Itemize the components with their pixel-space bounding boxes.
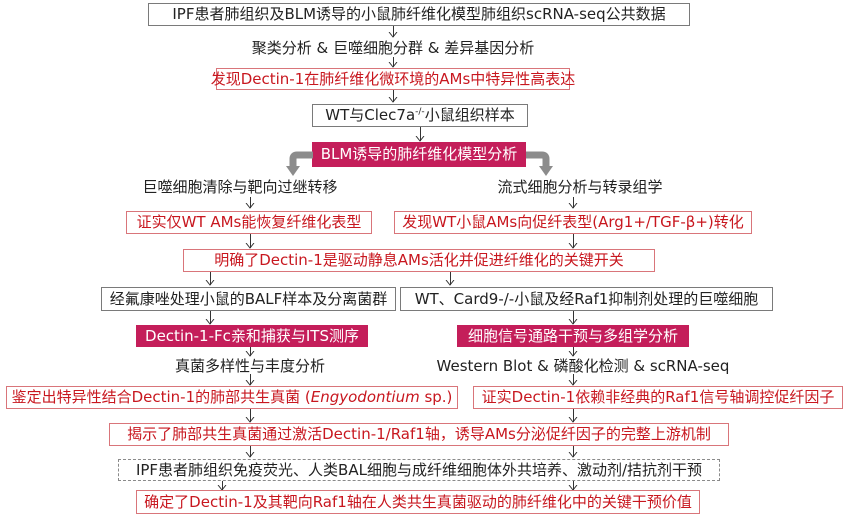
finding-dectin1-key-switch: 明确了Dectin-1是驱动静息AMs活化并促进纤维化的关键开关 [183, 249, 655, 272]
arrow-down-icon [205, 311, 215, 325]
arrow-down-icon [245, 234, 255, 249]
node-text: WT与Clec7a-/-小鼠组织样本 [325, 108, 514, 123]
node-text: 证实Dectin-1依赖非经典的Raf1信号轴调控促纤因子 [481, 388, 835, 406]
arrow-down-icon [568, 311, 578, 325]
text-suffix: 小鼠组织样本 [424, 106, 515, 124]
text-prefix: WT与Clec7a [325, 106, 416, 124]
node-card9-raf1-macrophages: WT、Card9-/-小鼠及经Raf1抑制剂处理的巨噬细胞 [400, 287, 773, 311]
node-text: WT、Card9-/-小鼠及经Raf1抑制剂处理的巨噬细胞 [414, 289, 759, 308]
label-clustering-analysis: 聚类分析 & 巨噬细胞分群 & 差异基因分析 [251, 39, 535, 57]
arrow-down-icon [245, 197, 255, 209]
finding-wt-ams-restore: 证实仅WT AMs能恢复纤维化表型 [126, 211, 372, 234]
arrow-down-icon [245, 446, 255, 458]
label-western-blot: Western Blot & 磷酸化检测 & scRNA-seq [436, 357, 730, 375]
arrow-down-icon [245, 347, 255, 357]
label-flow-transcriptomics: 流式细胞分析与转录组学 [497, 178, 663, 196]
arrow-down-icon [568, 409, 578, 423]
finding-raf1-signaling: 证实Dectin-1依赖非经典的Raf1信号轴调控促纤因子 [473, 386, 843, 409]
node-text: 鉴定出特异性结合Dectin-1的肺部共生真菌 (Engyodontium sp… [12, 390, 453, 405]
finding-intervention-value: 确定了Dectin-1及其靶向Raf1轴在人类共生真菌驱动的肺纤维化中的关键干预… [136, 490, 700, 514]
text-suffix: sp.) [419, 388, 453, 406]
node-text: BLM诱导的肺纤维化模型分析 [320, 145, 518, 163]
finding-profibrotic-phenotype: 发现WT小鼠AMs向促纤表型(Arg1+/TGF-β+)转化 [394, 211, 752, 234]
method-blm-model-analysis: BLM诱导的肺纤维化模型分析 [312, 142, 526, 167]
arrow-down-icon [415, 127, 425, 142]
node-text: 细胞信号通路干预与多组学分析 [467, 326, 678, 345]
arrow-down-icon [445, 272, 455, 286]
node-balf-samples: 经氟康唑处理小鼠的BALF样本及分离菌群 [101, 287, 396, 311]
node-text: 明确了Dectin-1是驱动静息AMs活化并促进纤维化的关键开关 [214, 251, 624, 269]
arrow-down-icon [568, 347, 578, 357]
superscript: -/- [415, 107, 425, 117]
label-macrophage-depletion: 巨噬细胞清除与靶向过继转移 [142, 178, 338, 196]
node-text: 发现WT小鼠AMs向促纤表型(Arg1+/TGF-β+)转化 [402, 213, 744, 231]
node-text: 确定了Dectin-1及其靶向Raf1轴在人类共生真菌驱动的肺纤维化中的关键干预… [144, 492, 692, 511]
arrow-down-icon [245, 374, 255, 386]
label-fungal-diversity: 真菌多样性与丰度分析 [174, 357, 326, 375]
arrow-down-icon [568, 374, 578, 386]
method-signaling-multiomics: 细胞信号通路干预与多组学分析 [457, 325, 689, 347]
node-text: IPF患者肺组织免疫荧光、人类BAL细胞与成纤维细胞体外共培养、激动剂/拮抗剂干… [135, 460, 703, 479]
arrow-down-icon [568, 446, 578, 458]
arrow-down-icon [388, 90, 398, 103]
finding-engyodontium: 鉴定出特异性结合Dectin-1的肺部共生真菌 (Engyodontium sp… [6, 386, 458, 409]
arrow-down-icon [205, 272, 215, 286]
arrow-down-icon [568, 197, 578, 209]
arrow-down-icon [245, 409, 255, 423]
curved-arrow-left-icon [286, 151, 313, 176]
node-wt-clec7a-samples: WT与Clec7a-/-小鼠组织样本 [312, 104, 528, 127]
node-human-validation: IPF患者肺组织免疫荧光、人类BAL细胞与成纤维细胞体外共培养、激动剂/拮抗剂干… [118, 459, 720, 481]
method-dectin1-fc-its: Dectin-1-Fc亲和捕获与ITS测序 [136, 325, 368, 347]
curved-arrow-right-icon [526, 151, 553, 176]
node-text: 揭示了肺部共生真菌通过激活Dectin-1/Raf1轴，诱导AMs分泌促纤因子的… [127, 425, 711, 443]
node-text: 经氟康唑处理小鼠的BALF样本及分离菌群 [109, 289, 388, 308]
arrow-down-icon [388, 57, 398, 68]
species-name: Engyodontium [310, 388, 420, 406]
arrow-down-icon [388, 26, 398, 38]
arrow-down-icon [568, 234, 578, 249]
node-text: Dectin-1-Fc亲和捕获与ITS测序 [145, 326, 359, 345]
node-text: 证实仅WT AMs能恢复纤维化表型 [136, 213, 362, 231]
node-public-scrna-data: IPF患者肺组织及BLM诱导的小鼠肺纤维化模型肺组织scRNA-seq公共数据 [148, 3, 690, 26]
finding-dectin1-high-expression: 发现Dectin-1在肺纤维化微环境的AMs中特异性高表达 [211, 68, 575, 90]
node-text: IPF患者肺组织及BLM诱导的小鼠肺纤维化模型肺组织scRNA-seq公共数据 [172, 5, 666, 23]
finding-upstream-mechanism: 揭示了肺部共生真菌通过激活Dectin-1/Raf1轴，诱导AMs分泌促纤因子的… [109, 423, 729, 446]
node-text: 发现Dectin-1在肺纤维化微环境的AMs中特异性高表达 [210, 69, 576, 88]
text-prefix: 鉴定出特异性结合Dectin-1的肺部共生真菌 ( [11, 388, 311, 406]
